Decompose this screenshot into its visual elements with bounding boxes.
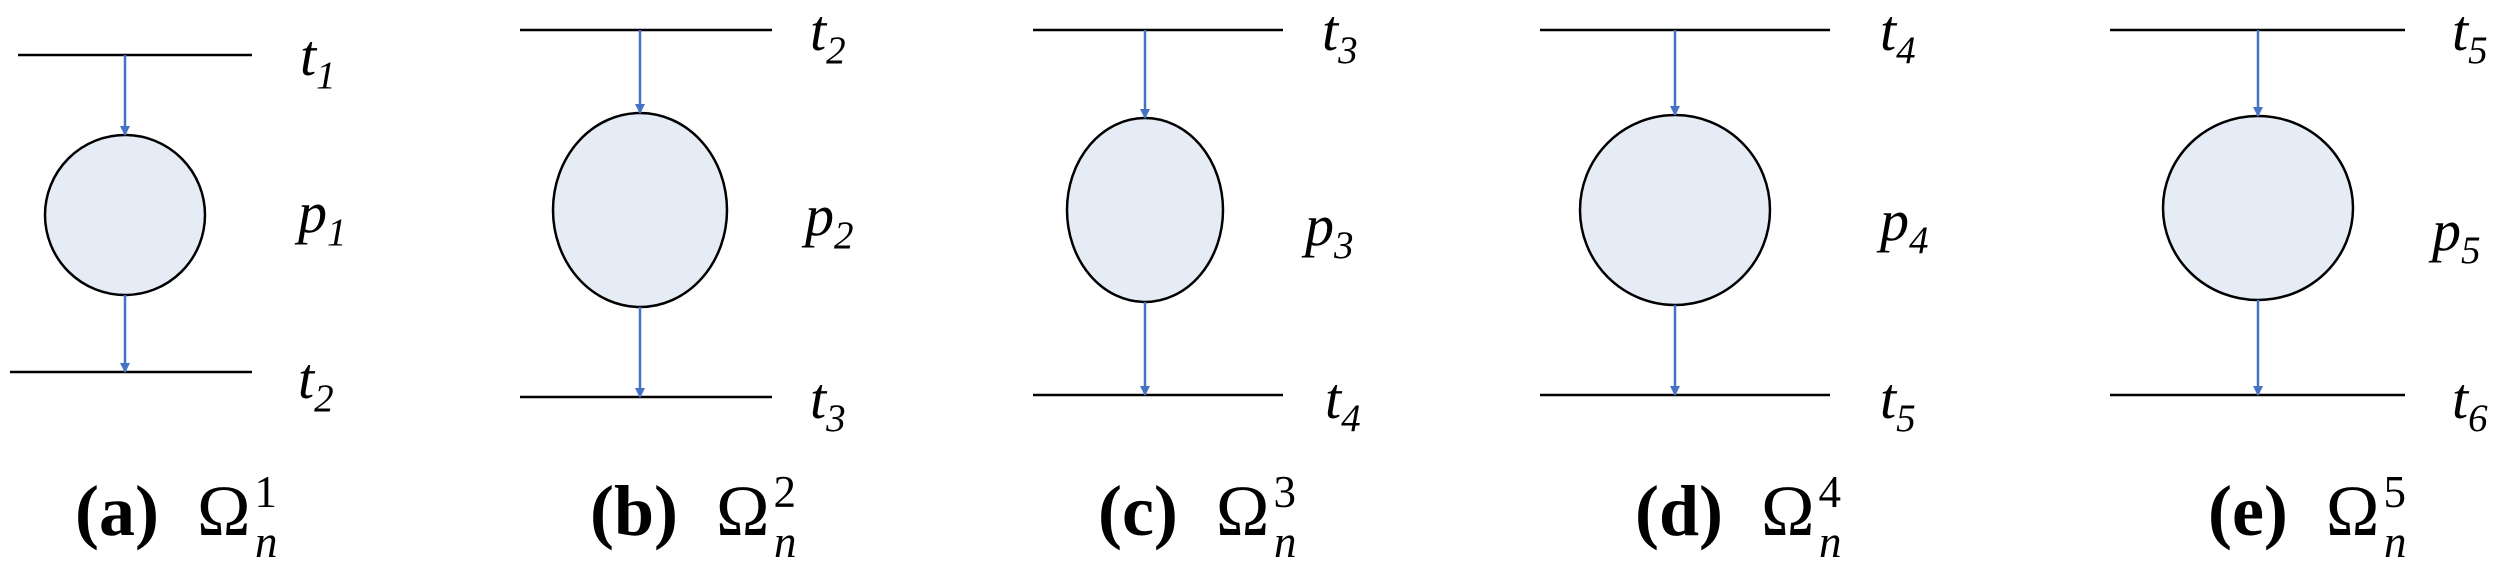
caption-subscript: n: [1274, 517, 1297, 567]
label-bottom-transition-sub: 6: [2468, 397, 2488, 440]
caption-superscript: 3: [1273, 467, 1296, 517]
label-place-base: p: [1301, 193, 1334, 258]
label-bottom-transition-base: t: [810, 366, 828, 431]
label-bottom-transition: t5: [1880, 366, 1916, 440]
label-top-transition-sub: 4: [1896, 29, 1916, 72]
label-place: p1: [294, 180, 347, 254]
place-circle: [1065, 116, 1225, 304]
label-top-transition-base: t: [1322, 0, 1340, 63]
label-bottom-transition-sub: 5: [1896, 397, 1916, 440]
caption-superscript: 4: [1819, 467, 1842, 517]
caption-subscript: n: [2384, 517, 2407, 567]
label-bottom-transition: t3: [810, 366, 846, 440]
label-bottom-transition: t6: [2452, 366, 2488, 440]
caption-omega: Ω: [1761, 471, 1815, 551]
label-top-transition-base: t: [2452, 0, 2470, 63]
caption-superscript: 5: [2383, 467, 2406, 517]
label-bottom-transition-sub: 3: [825, 397, 846, 440]
label-top-transition-sub: 1: [316, 54, 336, 97]
caption-subscript: n: [255, 517, 278, 567]
label-place: p4: [1876, 188, 1929, 262]
label-place: p3: [1301, 193, 1354, 267]
label-top-transition: t2: [810, 0, 846, 72]
label-place-sub: 1: [327, 211, 347, 254]
label-bottom-transition-base: t: [1325, 366, 1343, 431]
caption-superscript: 2: [774, 467, 797, 517]
label-bottom-transition-sub: 4: [1341, 397, 1361, 440]
label-place-sub: 5: [2461, 229, 2481, 272]
label-bottom-transition-base: t: [1880, 366, 1898, 431]
label-bottom-transition-base: t: [298, 346, 316, 411]
label-top-transition-sub: 3: [1337, 29, 1358, 72]
caption-subscript: n: [774, 517, 797, 567]
label-top-transition-sub: 2: [826, 29, 846, 72]
caption-letter: (c): [1098, 471, 1178, 551]
label-place: p2: [801, 183, 854, 257]
place-circle: [551, 111, 729, 309]
caption-omega: Ω: [1216, 471, 1270, 551]
caption-letter: (a): [75, 471, 159, 551]
label-place-base: p: [801, 183, 834, 248]
label-top-transition-base: t: [300, 23, 318, 88]
label-place-base: p: [294, 180, 327, 245]
label-place-base: p: [1876, 188, 1909, 253]
label-bottom-transition-base: t: [2452, 366, 2470, 431]
caption-omega: Ω: [2326, 471, 2380, 551]
label-place-sub: 2: [834, 214, 854, 257]
caption-omega: Ω: [716, 471, 770, 551]
label-bottom-transition: t2: [298, 346, 334, 420]
label-top-transition: t3: [1322, 0, 1358, 72]
caption-superscript: 1: [254, 467, 277, 517]
caption-letter: (d): [1635, 471, 1723, 551]
label-top-transition: t5: [2452, 0, 2488, 72]
caption-letter: (b): [590, 471, 678, 551]
label-place: p5: [2428, 198, 2481, 272]
label-place-base: p: [2428, 198, 2461, 263]
label-top-transition-sub: 5: [2468, 29, 2488, 72]
place-circle: [2161, 114, 2355, 302]
label-top-transition-base: t: [1880, 0, 1898, 63]
label-top-transition: t1: [300, 23, 336, 97]
caption-omega: Ω: [197, 471, 251, 551]
label-place-sub: 4: [1909, 219, 1929, 262]
label-top-transition-base: t: [810, 0, 828, 63]
place-circle: [1578, 113, 1772, 307]
label-top-transition: t4: [1880, 0, 1916, 72]
place-circle: [43, 133, 207, 297]
label-place-sub: 3: [1333, 224, 1354, 267]
caption-subscript: n: [1819, 517, 1842, 567]
label-bottom-transition-sub: 2: [314, 377, 334, 420]
label-bottom-transition: t4: [1325, 366, 1361, 440]
caption-letter: (e): [2208, 471, 2288, 551]
